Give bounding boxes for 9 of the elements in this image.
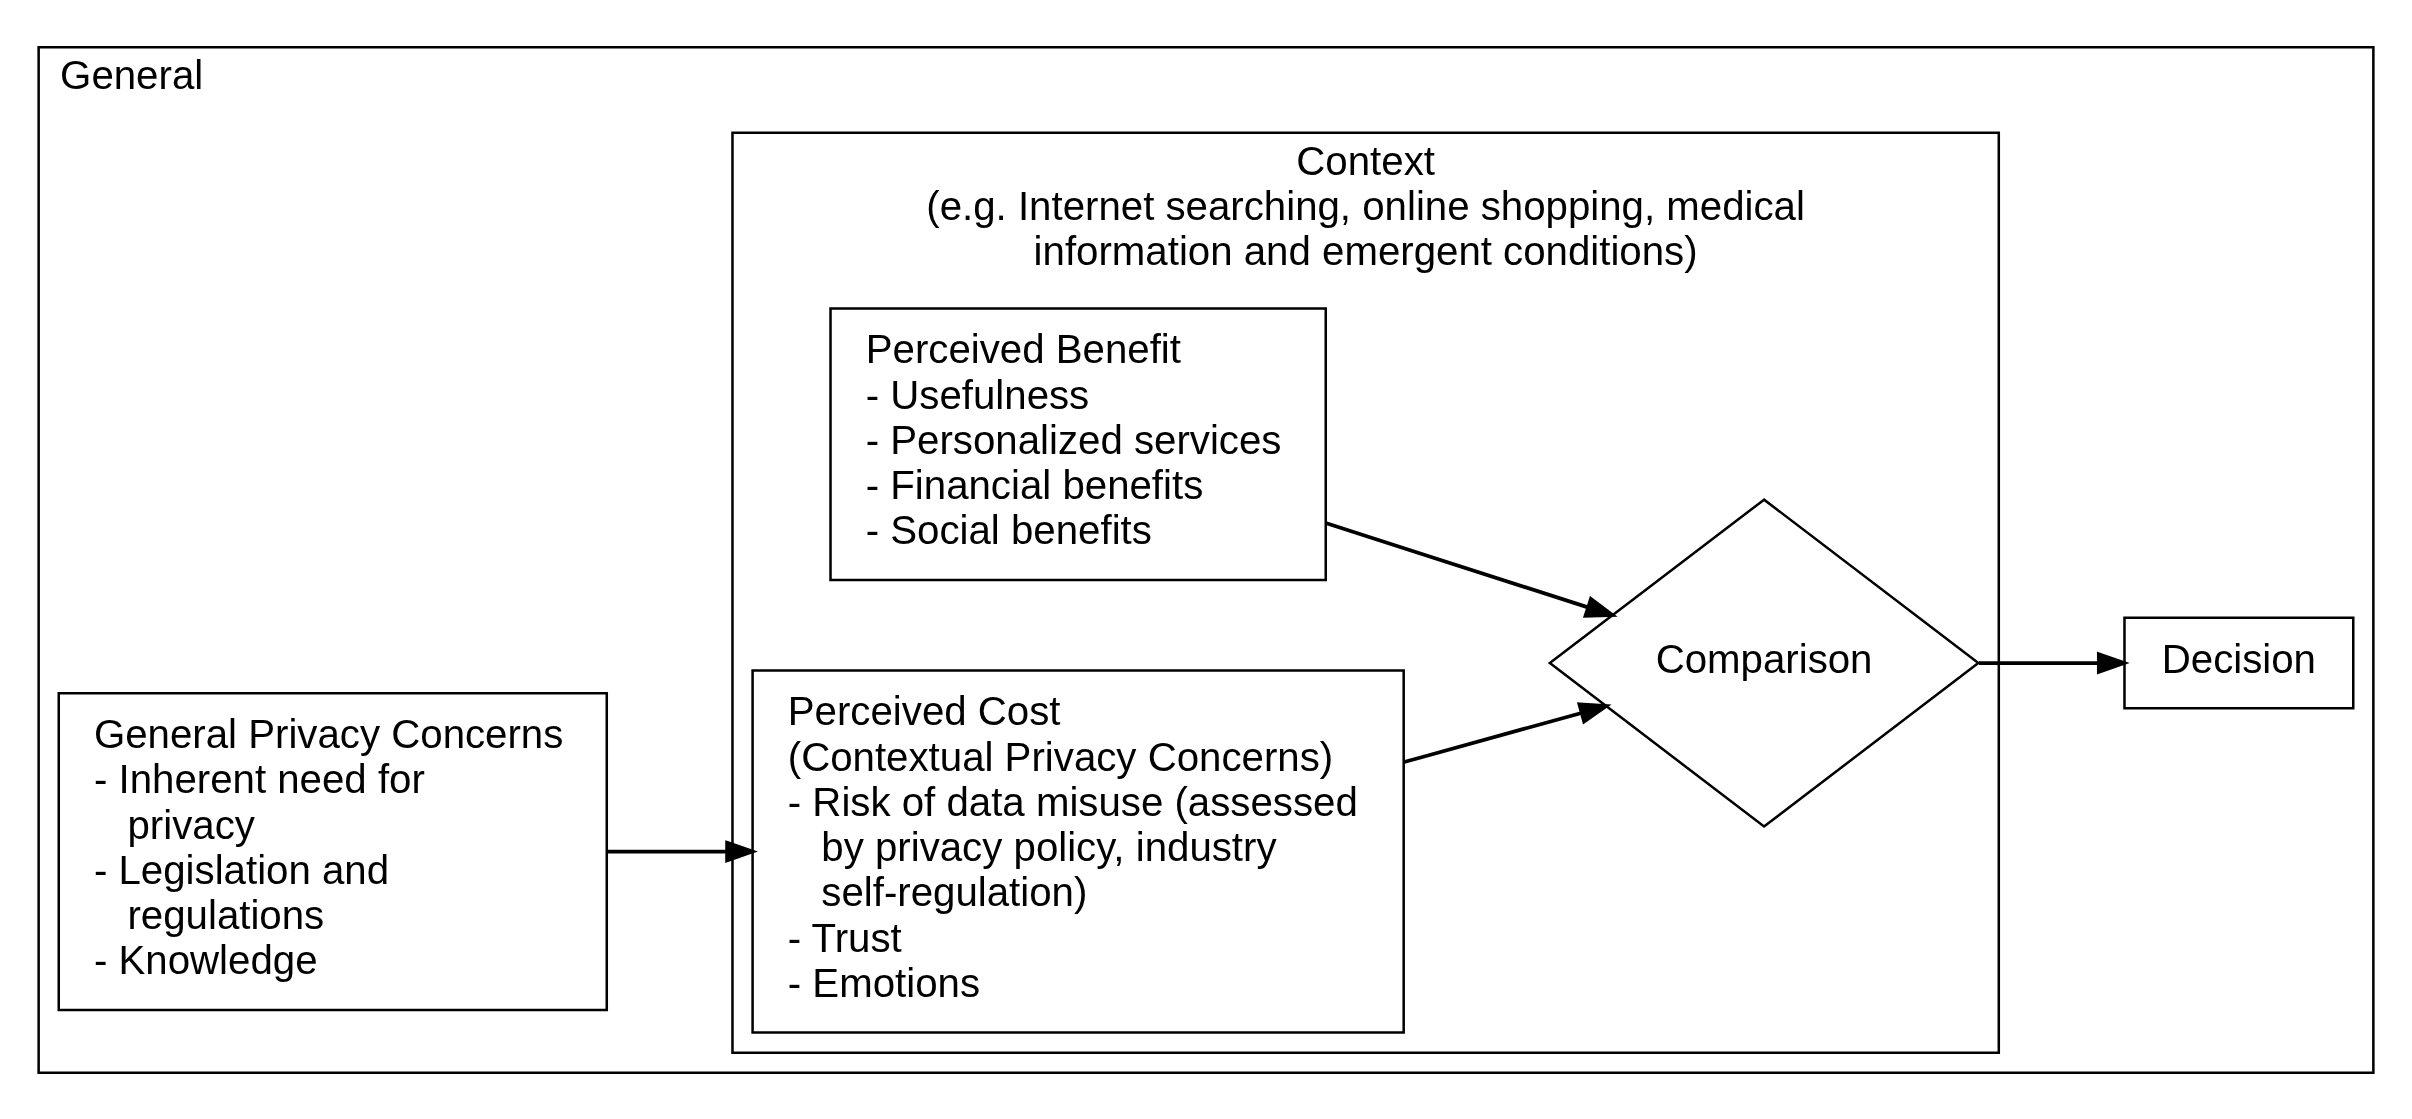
node-diamond: Comparison	[1547, 497, 1981, 828]
node-box: Perceived Cost (Contextual Privacy Concerns) - Risk of data misuse (assessed by privacy policy, industry self-regulation) - Trust - Emotions	[751, 668, 1405, 1034]
node-box: Perceived Benefit - Usefulness - Personalized services - Financial benefits - Social benefits	[829, 306, 1327, 581]
node-box: General Privacy Concerns - Inherent need for privacy - Legislation and regulations - Knowledge	[57, 691, 609, 1011]
arrow	[1325, 521, 1618, 618]
arrow	[1978, 651, 2130, 675]
arrow	[1403, 701, 1612, 764]
arrow	[607, 839, 758, 863]
node-box: Decision	[2123, 616, 2355, 710]
